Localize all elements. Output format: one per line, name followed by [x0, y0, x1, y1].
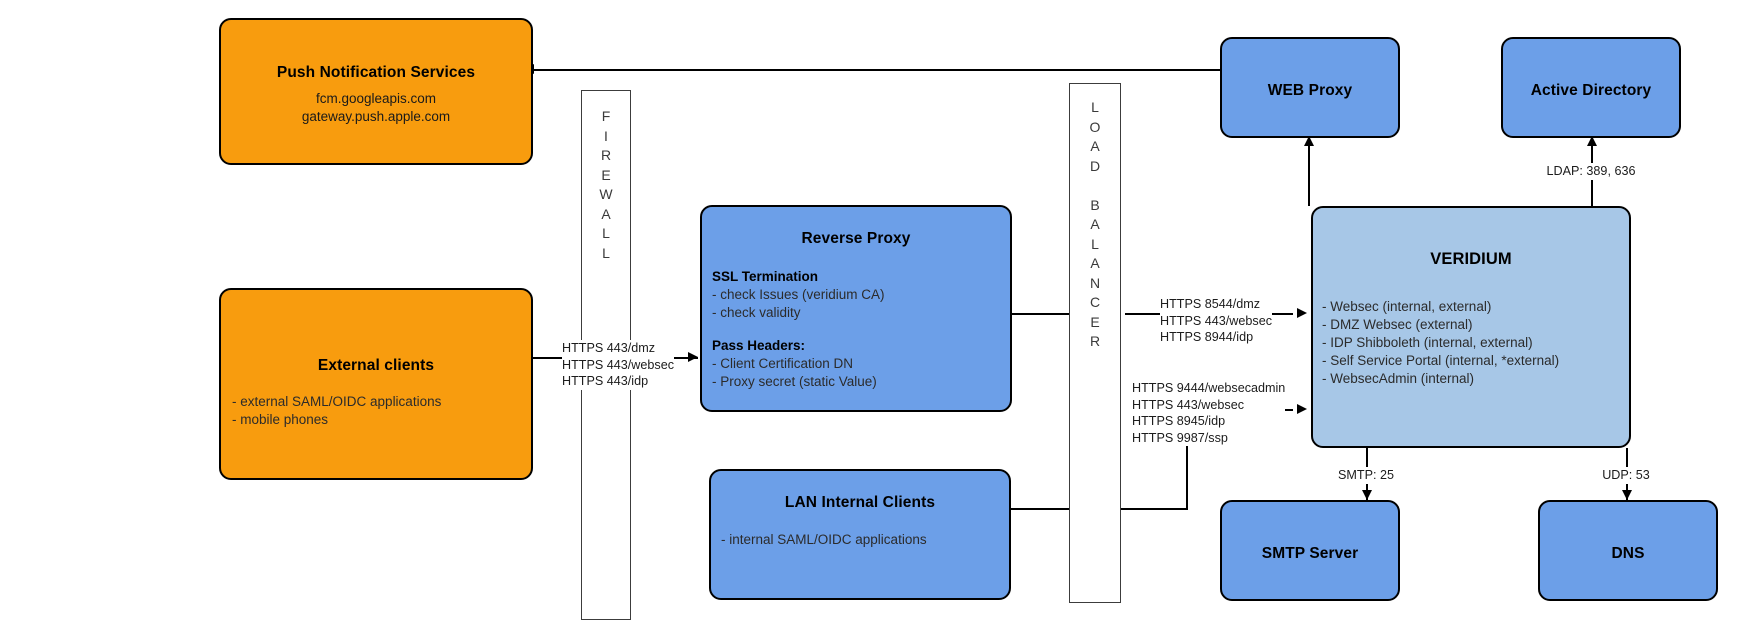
- firewall-letter-4: W: [599, 186, 613, 202]
- firewall-letter-2: R: [600, 147, 612, 163]
- node-push-notification-services[interactable]: Push Notification Services fcm.googleapi…: [219, 18, 533, 165]
- edge-label-upper-3: HTTPS 8944/idp: [1160, 330, 1254, 344]
- smtp-server-title: SMTP Server: [1261, 545, 1359, 562]
- edge-label-lower-2: HTTPS 443/websec: [1132, 397, 1244, 412]
- load-balancer-letter-5: B: [1090, 196, 1100, 213]
- push-notification-services-line-1: fcm.googleapis.com: [315, 91, 437, 106]
- arrow-firewall-to-reverse-proxy: [688, 351, 698, 362]
- edge-label-lower-3: HTTPS 8945/idp: [1132, 414, 1226, 428]
- node-veridium[interactable]: VERIDIUM - Websec (internal, external) -…: [1311, 206, 1631, 448]
- arrow-veridium-to-smtp-server: [1361, 490, 1372, 500]
- push-notification-services-line-2: gateway.push.apple.com: [301, 109, 451, 124]
- edge-label-external-to-firewall: HTTPS 443/dmz HTTPS 443/websec HTTPS 443…: [562, 340, 674, 390]
- firewall-letter-1: I: [604, 127, 608, 144]
- edge-veridium-to-web-proxy: [1308, 146, 1310, 206]
- arrow-riser-to-veridium-lower: [1297, 403, 1307, 414]
- dns-title: DNS: [1611, 545, 1645, 562]
- edge-label-external-2: HTTPS 443/websec: [562, 357, 674, 372]
- load-balancer-letter-0: L: [1091, 99, 1099, 115]
- edge-riser-vertical: [1186, 408, 1188, 509]
- edge-label-lower-4: HTTPS 9987/ssp: [1132, 430, 1228, 445]
- active-directory-title: Active Directory: [1530, 82, 1652, 99]
- veridium-title: VERIDIUM: [1430, 250, 1512, 268]
- arrow-veridium-to-web-proxy: [1303, 136, 1314, 146]
- lan-internal-clients-item-1: - internal SAML/OIDC applications: [721, 532, 927, 547]
- edge-label-upper-2: HTTPS 443/websec: [1160, 313, 1272, 328]
- reverse-proxy-headers-header: Pass Headers:: [712, 338, 806, 353]
- node-web-proxy[interactable]: WEB Proxy: [1220, 37, 1400, 138]
- load-balancer-letter-1: O: [1089, 118, 1101, 135]
- edge-web-proxy-to-push-services: [534, 69, 1220, 71]
- veridium-service-5: - WebsecAdmin (internal): [1322, 371, 1475, 386]
- load-balancer-letter-8: A: [1090, 255, 1100, 271]
- web-proxy-title: WEB Proxy: [1267, 82, 1353, 99]
- push-notification-services-title: Push Notification Services: [276, 64, 476, 81]
- reverse-proxy-headers-item-1: - Client Certification DN: [712, 356, 854, 371]
- veridium-service-1: - Websec (internal, external): [1322, 299, 1492, 314]
- veridium-service-4: - Self Service Portal (internal, *extern…: [1322, 353, 1560, 368]
- load-balancer-letter-12: R: [1089, 333, 1101, 349]
- reverse-proxy-headers-item-2: - Proxy secret (static Value): [712, 374, 877, 389]
- edge-external-to-firewall: [530, 357, 582, 359]
- firewall-letter-0: F: [601, 108, 611, 124]
- load-balancer-bar[interactable]: L O A D B A L A N C E R: [1069, 83, 1121, 603]
- edge-label-ldap: LDAP: 389, 636: [1528, 163, 1654, 180]
- node-external-clients[interactable]: External clients - external SAML/OIDC ap…: [219, 288, 533, 480]
- load-balancer-letter-gap: [1070, 176, 1120, 196]
- node-active-directory[interactable]: Active Directory: [1501, 37, 1681, 138]
- external-clients-items: - external SAML/OIDC applications - mobi…: [232, 393, 441, 429]
- reverse-proxy-ssl-item-2: - check validity: [712, 305, 801, 320]
- arrow-veridium-to-dns: [1621, 490, 1632, 500]
- node-reverse-proxy[interactable]: Reverse Proxy SSL Termination - check Is…: [700, 205, 1012, 412]
- node-smtp-server[interactable]: SMTP Server: [1220, 500, 1400, 601]
- reverse-proxy-ssl-item-1: - check Issues (veridium CA): [712, 287, 885, 302]
- edge-label-external-3: HTTPS 443/idp: [562, 374, 649, 388]
- reverse-proxy-title: Reverse Proxy: [801, 230, 911, 247]
- edge-label-udp: UDP: 53: [1576, 467, 1676, 484]
- load-balancer-letter-10: C: [1089, 294, 1101, 310]
- edge-label-upper-1: HTTPS 8544/dmz: [1160, 297, 1261, 311]
- edge-label-external-1: HTTPS 443/dmz: [562, 341, 656, 355]
- edge-reverse-proxy-to-load-balancer: [1011, 313, 1072, 315]
- lan-internal-clients-items: - internal SAML/OIDC applications: [721, 531, 927, 549]
- lan-internal-clients-title: LAN Internal Clients: [784, 494, 936, 511]
- edge-label-lb-to-veridium-lower: HTTPS 9444/websecadmin HTTPS 443/websec …: [1132, 380, 1286, 446]
- veridium-service-3: - IDP Shibboleth (internal, external): [1322, 335, 1533, 350]
- external-clients-item-1: - external SAML/OIDC applications: [232, 394, 442, 409]
- reverse-proxy-ssl-section: SSL Termination - check Issues (veridium…: [712, 268, 885, 322]
- external-clients-title: External clients: [317, 357, 435, 374]
- firewall-letter-3: E: [601, 166, 611, 183]
- firewall-letter-7: L: [602, 244, 610, 261]
- load-balancer-letter-9: N: [1089, 274, 1101, 291]
- arrow-veridium-to-active-directory: [1586, 136, 1597, 146]
- firewall-label: F I R E W A L L: [582, 107, 630, 263]
- node-lan-internal-clients[interactable]: LAN Internal Clients - internal SAML/OID…: [709, 469, 1011, 600]
- edge-label-lb-to-veridium-upper: HTTPS 8544/dmz HTTPS 443/websec HTTPS 89…: [1160, 296, 1272, 346]
- arrow-load-balancer-to-veridium-upper: [1297, 307, 1307, 318]
- load-balancer-letter-2: A: [1090, 138, 1100, 154]
- external-clients-item-2: - mobile phones: [232, 412, 329, 427]
- veridium-service-list: - Websec (internal, external) - DMZ Webs…: [1322, 298, 1559, 388]
- load-balancer-letter-3: D: [1089, 157, 1101, 174]
- edge-label-lower-1: HTTPS 9444/websecadmin: [1132, 381, 1286, 395]
- firewall-letter-6: L: [602, 225, 610, 241]
- load-balancer-label: L O A D B A L A N C E R: [1070, 98, 1120, 352]
- edge-label-smtp: SMTP: 25: [1316, 467, 1416, 484]
- load-balancer-letter-7: L: [1091, 235, 1099, 252]
- veridium-service-2: - DMZ Websec (external): [1322, 317, 1473, 332]
- node-dns[interactable]: DNS: [1538, 500, 1718, 601]
- load-balancer-letter-11: E: [1090, 313, 1100, 330]
- load-balancer-letter-6: A: [1090, 216, 1100, 232]
- reverse-proxy-headers-section: Pass Headers: - Client Certification DN …: [712, 337, 877, 391]
- reverse-proxy-ssl-header: SSL Termination: [712, 269, 819, 284]
- firewall-letter-5: A: [601, 205, 611, 222]
